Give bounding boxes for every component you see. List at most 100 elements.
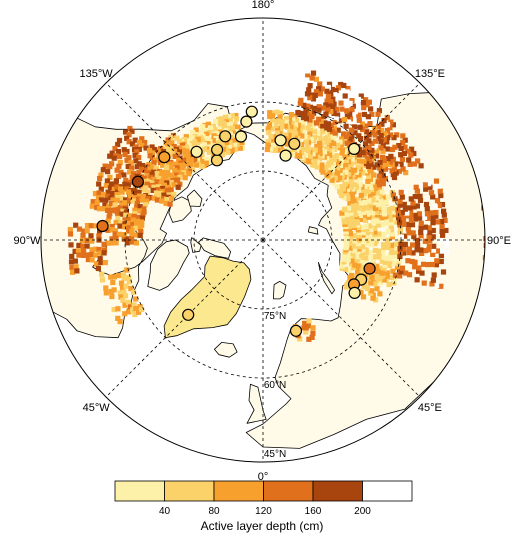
permafrost-cell bbox=[408, 213, 414, 219]
permafrost-cell bbox=[325, 162, 331, 168]
permafrost-cell bbox=[343, 157, 349, 163]
permafrost-cell bbox=[129, 141, 136, 147]
permafrost-cell bbox=[264, 146, 270, 153]
permafrost-cell bbox=[372, 229, 378, 235]
permafrost-cell bbox=[94, 205, 100, 211]
permafrost-cell bbox=[315, 130, 321, 136]
permafrost-cell bbox=[397, 202, 403, 208]
permafrost-cell bbox=[380, 181, 386, 187]
permafrost-cell bbox=[137, 304, 143, 310]
permafrost-cell bbox=[115, 173, 121, 179]
permafrost-cell bbox=[300, 119, 306, 125]
permafrost-cell bbox=[130, 217, 136, 223]
permafrost-cell bbox=[325, 107, 331, 113]
permafrost-cell bbox=[382, 259, 388, 265]
permafrost-cell bbox=[404, 213, 410, 219]
permafrost-cell bbox=[85, 256, 91, 263]
colorbar-bin bbox=[164, 480, 215, 502]
permafrost-cell bbox=[151, 184, 157, 190]
banks-island bbox=[186, 189, 203, 207]
permafrost-cell bbox=[305, 111, 311, 118]
permafrost-cell bbox=[511, 209, 515, 214]
permafrost-cell bbox=[352, 95, 358, 101]
permafrost-cell bbox=[140, 194, 147, 200]
permafrost-cell bbox=[296, 132, 303, 138]
permafrost-cell bbox=[421, 214, 428, 220]
permafrost-cell bbox=[390, 122, 396, 128]
permafrost-cell bbox=[376, 173, 382, 179]
permafrost-cell bbox=[328, 99, 334, 105]
permafrost-cell bbox=[382, 211, 388, 217]
permafrost-cell bbox=[389, 146, 395, 153]
permafrost-cell bbox=[343, 169, 349, 175]
permafrost-cell bbox=[130, 222, 136, 228]
permafrost-cell bbox=[389, 231, 395, 237]
permafrost-cell bbox=[123, 129, 129, 135]
permafrost-cell bbox=[380, 194, 386, 200]
permafrost-cell bbox=[171, 191, 177, 198]
permafrost-cell bbox=[229, 113, 235, 119]
permafrost-cell bbox=[320, 105, 327, 111]
longitude-label: 135°W bbox=[80, 68, 114, 80]
permafrost-cell bbox=[376, 136, 382, 142]
permafrost-cell bbox=[418, 229, 424, 235]
permafrost-cell bbox=[216, 126, 222, 132]
permafrost-cell bbox=[278, 127, 284, 133]
permafrost-cell bbox=[361, 284, 367, 290]
permafrost-cell bbox=[325, 84, 331, 91]
permafrost-cell bbox=[98, 186, 104, 192]
permafrost-cell bbox=[146, 169, 152, 176]
permafrost-cell bbox=[370, 197, 376, 203]
permafrost-cell bbox=[414, 188, 420, 194]
permafrost-cell bbox=[277, 131, 283, 137]
longitude-label: 90°E bbox=[487, 235, 511, 247]
permafrost-cell bbox=[414, 203, 420, 209]
map-border bbox=[40, 17, 486, 463]
permafrost-cell bbox=[366, 163, 372, 169]
permafrost-cell bbox=[376, 234, 382, 241]
permafrost-cell bbox=[177, 181, 183, 187]
permafrost-cell bbox=[180, 147, 186, 153]
permafrost-cell bbox=[351, 167, 358, 173]
permafrost-cell bbox=[230, 130, 236, 136]
permafrost-cell bbox=[133, 225, 139, 231]
permafrost-cell bbox=[341, 82, 347, 89]
permafrost-cell bbox=[327, 117, 333, 123]
permafrost-cell bbox=[353, 212, 359, 218]
permafrost-cell bbox=[397, 253, 403, 260]
permafrost-cell bbox=[84, 222, 91, 229]
permafrost-cell bbox=[397, 222, 403, 228]
permafrost-cell bbox=[329, 129, 335, 135]
permafrost-cell bbox=[126, 225, 132, 231]
permafrost-cell bbox=[379, 215, 385, 221]
site-marker bbox=[289, 324, 303, 337]
permafrost-cell bbox=[146, 147, 153, 154]
permafrost-cell bbox=[342, 266, 348, 272]
permafrost-cell bbox=[126, 279, 132, 285]
permafrost-cell bbox=[356, 232, 362, 239]
permafrost-cell bbox=[129, 128, 135, 134]
permafrost-cell bbox=[80, 243, 86, 249]
permafrost-cell bbox=[345, 205, 352, 211]
permafrost-cell bbox=[169, 151, 175, 157]
permafrost-cell bbox=[416, 211, 422, 217]
permafrost-cell bbox=[135, 218, 141, 224]
permafrost-cell bbox=[219, 142, 225, 148]
permafrost-cell bbox=[318, 137, 324, 143]
permafrost-cell bbox=[73, 222, 79, 228]
permafrost-cell bbox=[337, 188, 343, 194]
permafrost-cell bbox=[147, 153, 153, 159]
permafrost-cell bbox=[131, 171, 137, 177]
permafrost-cell bbox=[372, 235, 378, 241]
permafrost-cell bbox=[368, 226, 374, 232]
permafrost-cell bbox=[331, 136, 337, 142]
permafrost-cell bbox=[122, 311, 128, 317]
permafrost-cell bbox=[237, 145, 243, 151]
permafrost-cell bbox=[423, 186, 429, 192]
permafrost-cell bbox=[154, 197, 160, 203]
permafrost-cell bbox=[307, 121, 313, 127]
permafrost-cell bbox=[269, 113, 276, 119]
permafrost-cell bbox=[339, 184, 345, 190]
permafrost-cell bbox=[142, 139, 148, 146]
colorbar-bin bbox=[114, 480, 165, 502]
